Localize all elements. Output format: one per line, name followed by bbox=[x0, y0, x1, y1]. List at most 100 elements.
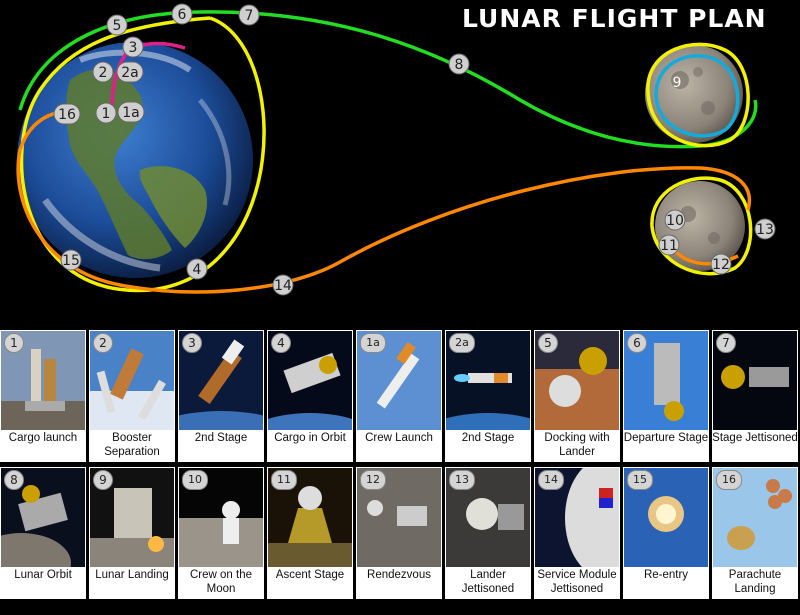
marker-4: 4 bbox=[186, 258, 208, 280]
marker-12: 12 bbox=[710, 253, 732, 275]
step-card-16: 16 Parachute Landing bbox=[712, 467, 798, 599]
step-caption: Lunar Orbit bbox=[14, 569, 72, 581]
svg-text:4: 4 bbox=[193, 262, 202, 278]
svg-text:16: 16 bbox=[58, 107, 76, 123]
svg-text:13: 13 bbox=[756, 222, 774, 238]
step-card-10: 10 Crew on the Moon bbox=[178, 467, 264, 599]
marker-13: 13 bbox=[754, 218, 776, 240]
step-card-1: 1 Cargo launch bbox=[0, 330, 86, 462]
ascent-magenta bbox=[110, 41, 186, 111]
step-number: 5 bbox=[538, 333, 558, 353]
markers: 5 6 7 3 2 2a 16 1 1a 8 9 10 11 12 13 15 … bbox=[53, 3, 776, 296]
svg-text:5: 5 bbox=[113, 18, 122, 34]
step-caption: Booster Separation bbox=[104, 432, 160, 458]
marker-10: 10 bbox=[664, 209, 686, 231]
step-card-8: 8 Lunar Orbit bbox=[0, 467, 86, 599]
svg-text:1: 1 bbox=[102, 106, 111, 122]
step-number: 9 bbox=[93, 470, 113, 490]
step-caption: Docking with Lander bbox=[544, 432, 610, 458]
earth bbox=[17, 42, 253, 278]
step-caption: Parachute Landing bbox=[728, 569, 782, 595]
step-caption: Ascent Stage bbox=[275, 569, 345, 581]
svg-text:2: 2 bbox=[99, 65, 108, 81]
step-number: 1 bbox=[4, 333, 24, 353]
marker-6: 6 bbox=[171, 3, 193, 25]
step-caption: Cargo in Orbit bbox=[274, 432, 346, 444]
marker-2a: 2a bbox=[116, 61, 144, 83]
step-card-1a: 1a Crew Launch bbox=[356, 330, 442, 462]
step-card-13: 13 Lander Jettisoned bbox=[445, 467, 531, 599]
step-caption: Lander Jettisoned bbox=[461, 569, 515, 595]
step-number: 7 bbox=[716, 333, 736, 353]
step-number: 8 bbox=[4, 470, 24, 490]
marker-9: 9 bbox=[673, 75, 682, 91]
step-grid: 1 Cargo launch 2 Booster Separation 3 2n… bbox=[0, 330, 800, 615]
marker-1a: 1a bbox=[117, 101, 145, 123]
svg-text:14: 14 bbox=[274, 278, 292, 294]
step-card-15: 15 Re-entry bbox=[623, 467, 709, 599]
step-card-2: 2 Booster Separation bbox=[89, 330, 175, 462]
step-card-4: 4 Cargo in Orbit bbox=[267, 330, 353, 462]
svg-text:2a: 2a bbox=[121, 65, 139, 81]
moon-bottom-orbit-yellow bbox=[650, 176, 753, 276]
step-number: 15 bbox=[627, 470, 653, 490]
step-number: 3 bbox=[182, 333, 202, 353]
step-caption: Departure Stage bbox=[623, 432, 709, 444]
step-number: 12 bbox=[360, 470, 386, 490]
svg-text:1a: 1a bbox=[122, 105, 140, 121]
svg-text:9: 9 bbox=[673, 75, 682, 91]
svg-text:10: 10 bbox=[666, 213, 684, 229]
svg-text:3: 3 bbox=[129, 40, 138, 56]
moon-top bbox=[645, 45, 743, 143]
marker-1: 1 bbox=[95, 102, 117, 124]
marker-3: 3 bbox=[122, 36, 144, 58]
moon-top-orbit-yellow bbox=[646, 42, 750, 148]
svg-text:7: 7 bbox=[245, 8, 254, 24]
step-number: 10 bbox=[182, 470, 208, 490]
step-card-6: 6 Departure Stage bbox=[623, 330, 709, 462]
step-card-9: 9 Lunar Landing bbox=[89, 467, 175, 599]
step-card-12: 12 Rendezvous bbox=[356, 467, 442, 599]
step-caption: 2nd Stage bbox=[461, 432, 515, 444]
step-number: 11 bbox=[271, 470, 297, 490]
step-caption: Crew Launch bbox=[365, 432, 433, 444]
step-card-5: 5 Docking with Lander bbox=[534, 330, 620, 462]
step-number: 2a bbox=[449, 333, 475, 353]
step-caption: Re-entry bbox=[643, 569, 689, 581]
step-card-11: 11 Ascent Stage bbox=[267, 467, 353, 599]
step-caption: Crew on the Moon bbox=[189, 569, 252, 595]
svg-text:8: 8 bbox=[455, 57, 464, 73]
step-caption: Rendezvous bbox=[367, 569, 431, 581]
step-card-3: 3 2nd Stage bbox=[178, 330, 264, 462]
step-card-14: 14 Service Module Jettisoned bbox=[534, 467, 620, 599]
moon-top-orbit-cyan bbox=[654, 54, 740, 138]
marker-2: 2 bbox=[92, 61, 114, 83]
step-number: 13 bbox=[449, 470, 475, 490]
marker-16: 16 bbox=[53, 103, 81, 125]
earth-orbit-yellow bbox=[19, 16, 266, 293]
step-card-7: 7 Stage Jettisoned bbox=[712, 330, 798, 462]
marker-8: 8 bbox=[448, 53, 470, 75]
marker-11: 11 bbox=[658, 234, 680, 256]
step-card-2a: 2a 2nd Stage bbox=[445, 330, 531, 462]
step-caption: Lunar Landing bbox=[95, 569, 169, 581]
step-caption: 2nd Stage bbox=[194, 432, 248, 444]
svg-text:12: 12 bbox=[712, 257, 730, 273]
step-image bbox=[90, 331, 174, 430]
marker-14: 14 bbox=[272, 274, 294, 296]
marker-7: 7 bbox=[238, 4, 260, 26]
step-caption: Stage Jettisoned bbox=[712, 432, 798, 444]
svg-text:11: 11 bbox=[660, 238, 678, 254]
step-caption: Cargo launch bbox=[8, 432, 78, 444]
marker-15: 15 bbox=[60, 249, 82, 271]
svg-text:6: 6 bbox=[178, 7, 187, 23]
step-number: 14 bbox=[538, 470, 564, 490]
step-caption: Service Module Jettisoned bbox=[537, 569, 617, 595]
step-number: 1a bbox=[360, 333, 386, 353]
step-number: 4 bbox=[271, 333, 291, 353]
step-number: 16 bbox=[716, 470, 742, 490]
step-number: 6 bbox=[627, 333, 647, 353]
page-title: LUNAR FLIGHT PLAN bbox=[462, 4, 767, 33]
step-image bbox=[179, 468, 263, 567]
